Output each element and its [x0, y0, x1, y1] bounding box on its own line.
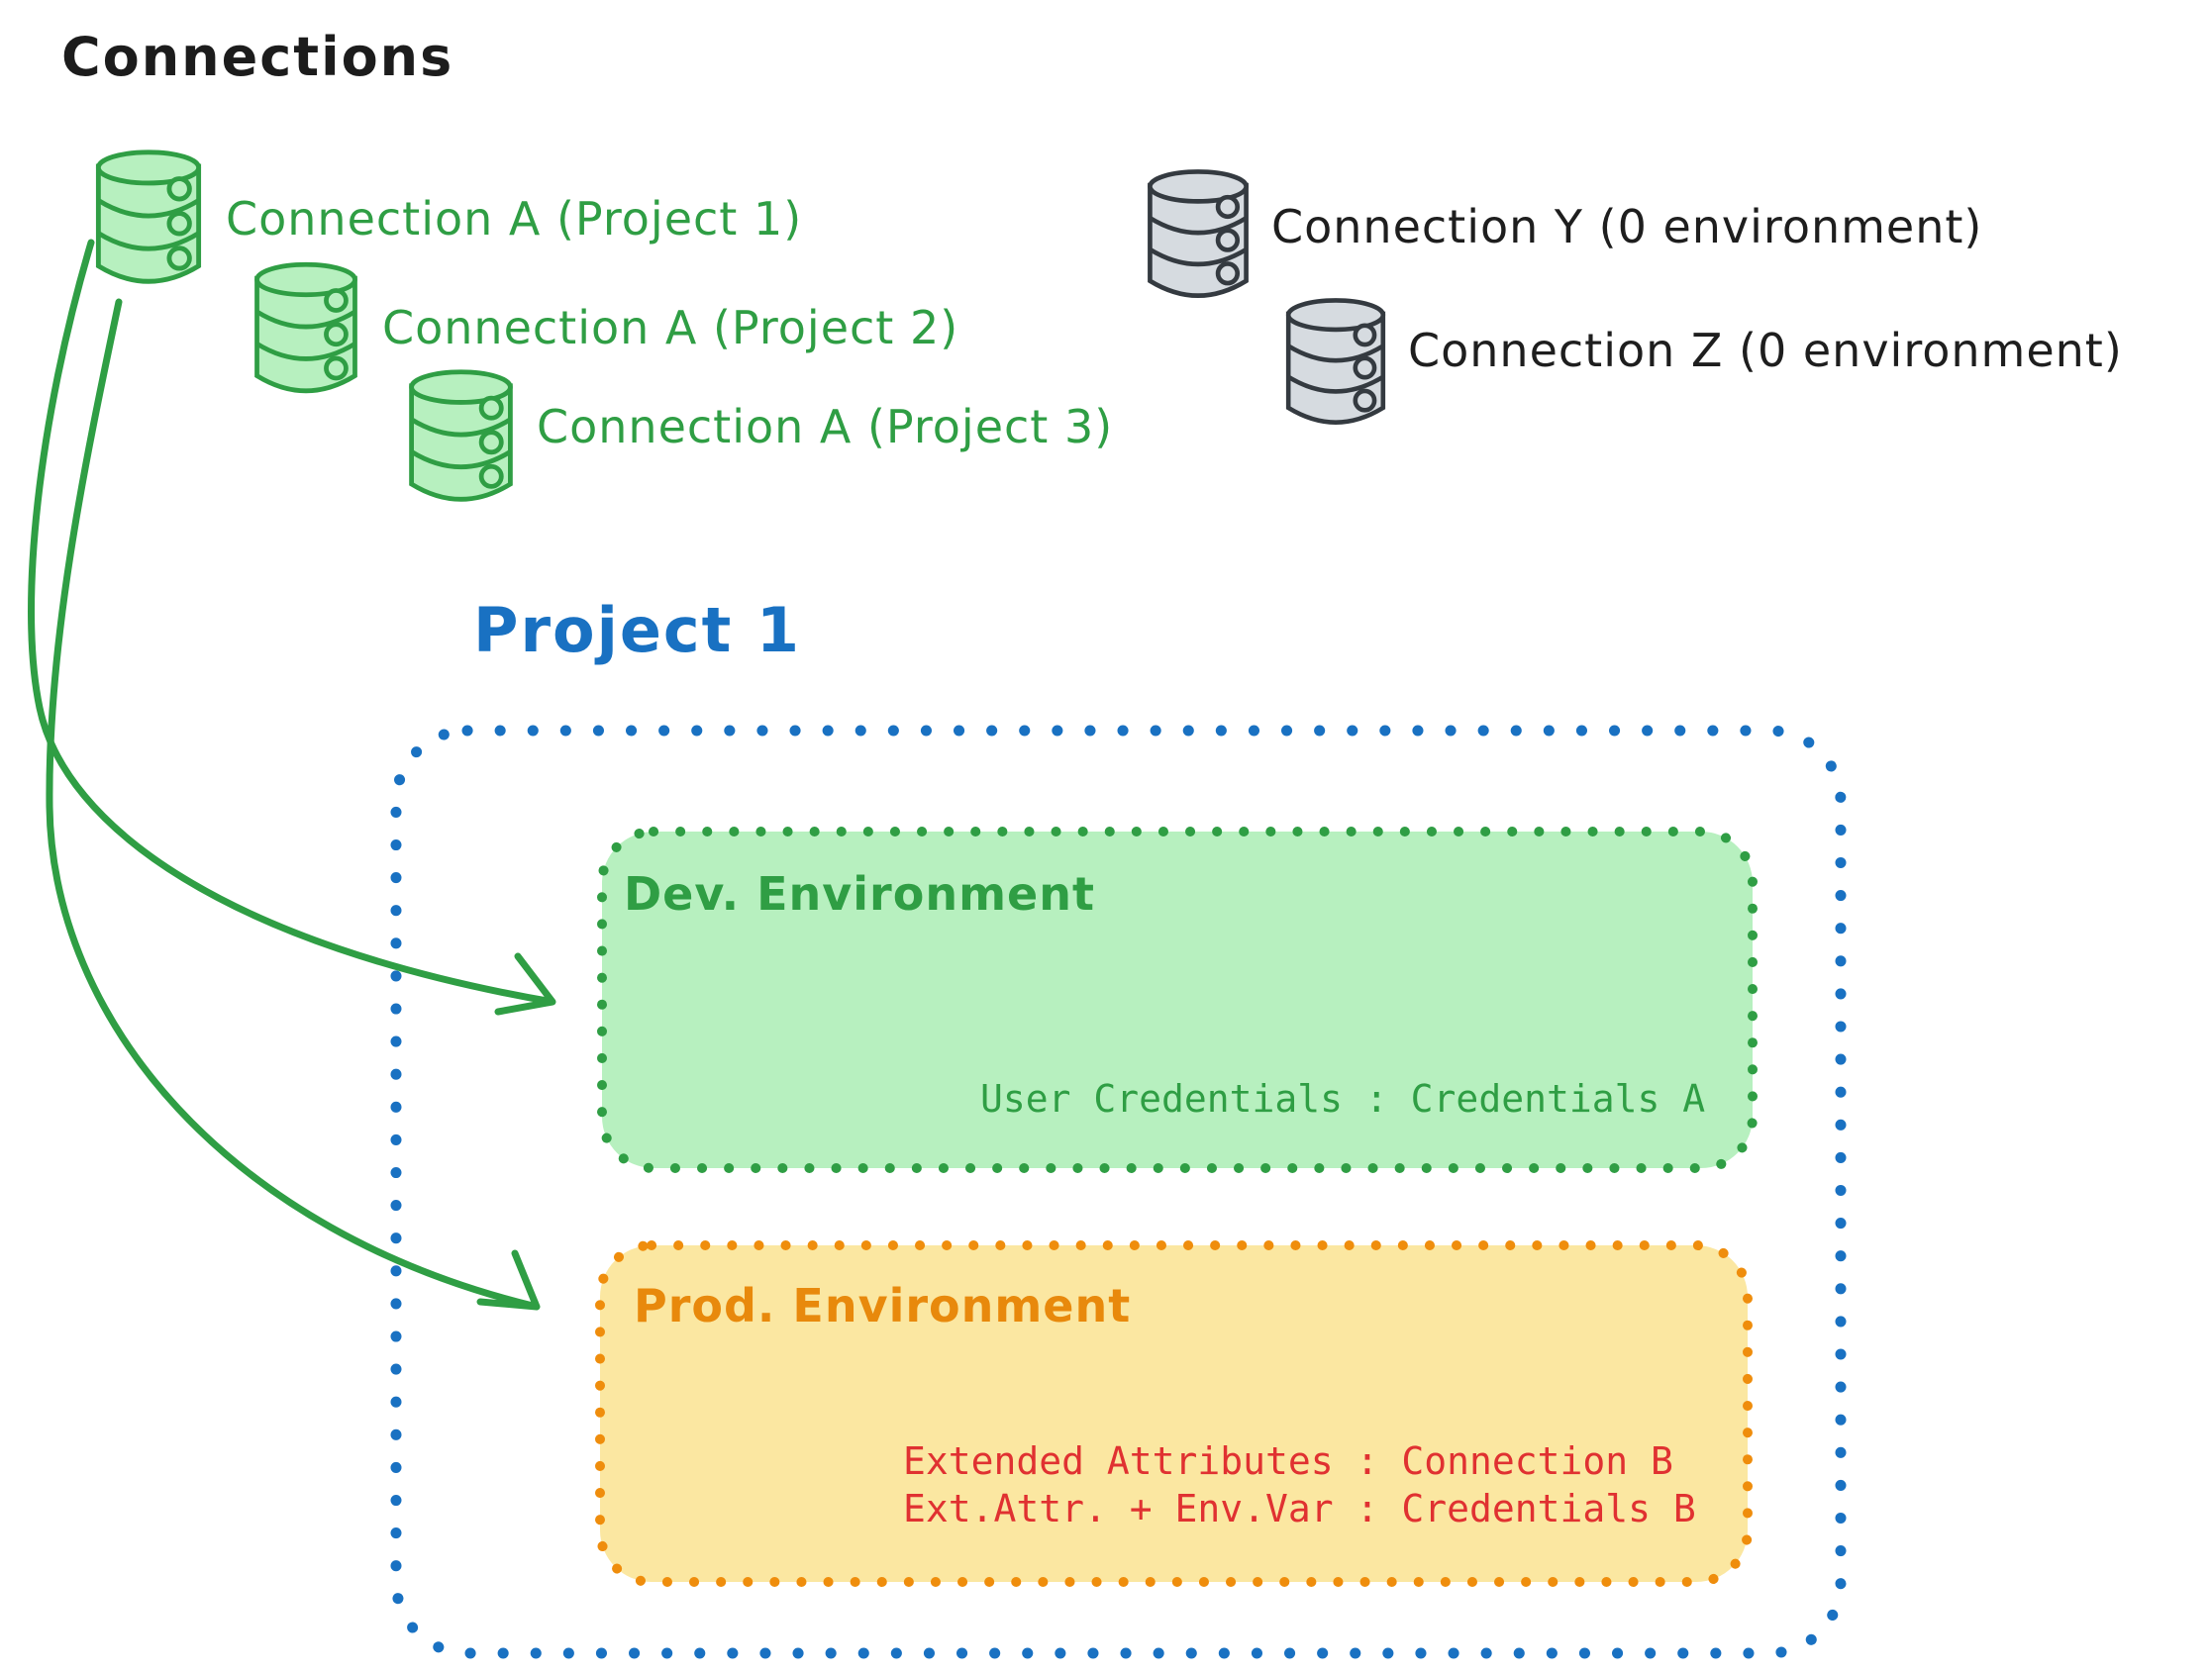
arrow-connection-a-to-dev-environment: [28, 239, 556, 1016]
dev-environment-title: Dev. Environment: [624, 867, 1095, 921]
page-title: Connections: [61, 26, 454, 88]
connection-z-label: Connection Z (0 environment): [1408, 324, 2123, 377]
connection-a-project-2-label: Connection A (Project 2): [382, 301, 959, 354]
database-icon: [402, 361, 520, 512]
project-1-boundary-box: [390, 725, 1847, 1659]
database-icon: [248, 255, 364, 402]
dev-environment-credentials-mapping: User Credentials : Credentials A: [980, 1077, 1706, 1121]
prod-environment-title: Prod. Environment: [634, 1279, 1132, 1332]
arrow-connection-a-to-prod-environment: [46, 298, 541, 1311]
connection-a-project-3-label: Connection A (Project 3): [537, 400, 1114, 453]
database-icon: [1141, 164, 1256, 305]
prod-environment-connection-mapping: Extended Attributes : Connection B: [903, 1439, 1673, 1483]
connection-y-label: Connection Y (0 environment): [1271, 200, 1983, 253]
connection-a-project-1-label: Connection A (Project 1): [226, 192, 803, 246]
prod-environment-box: [595, 1240, 1753, 1587]
database-icon: [87, 145, 210, 291]
project-1-title: Project 1: [473, 594, 802, 666]
prod-environment-credentials-mapping: Ext.Attr. + Env.Var : Credentials B: [903, 1487, 1696, 1530]
dev-environment-box: [597, 827, 1758, 1173]
database-icon: [1279, 288, 1392, 437]
prod-environment-mappings: Extended Attributes : Connection B Ext.A…: [903, 1437, 1696, 1532]
